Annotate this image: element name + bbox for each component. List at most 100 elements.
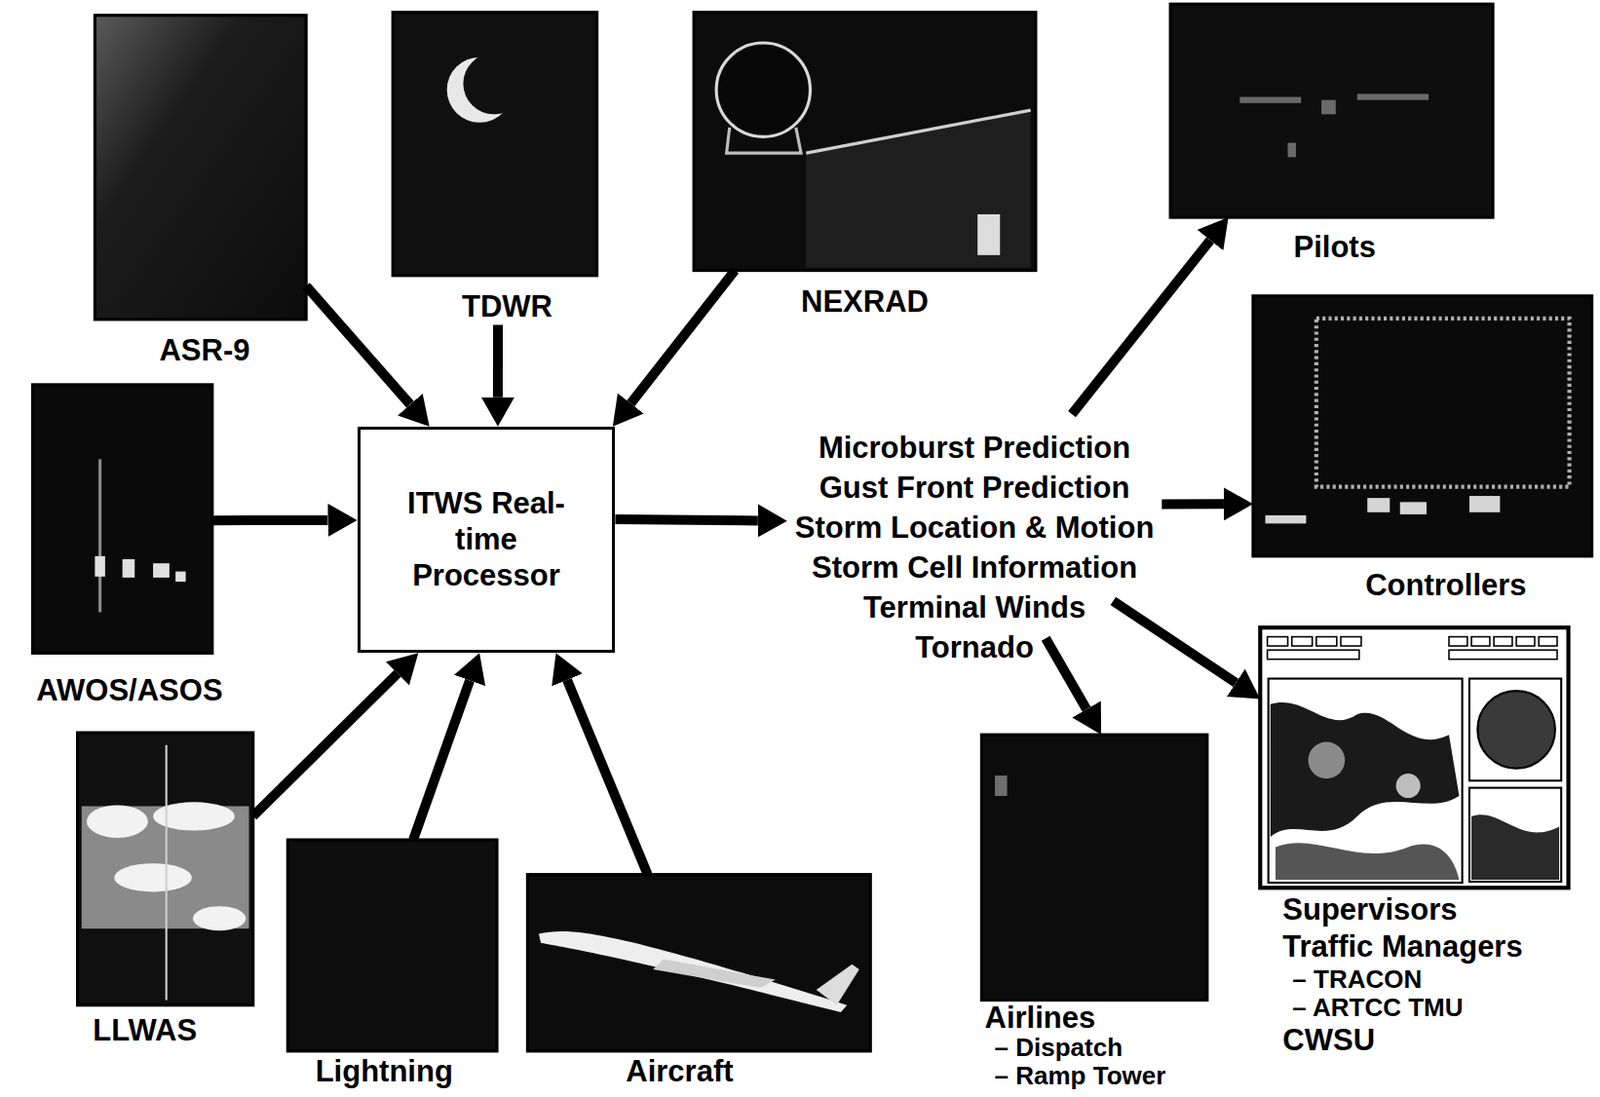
pilots-photo xyxy=(1170,3,1493,218)
cockpit-light xyxy=(1239,97,1301,104)
toolbar-button xyxy=(1316,637,1337,647)
product-item: Storm Cell Information xyxy=(795,547,1155,588)
toolbar-button xyxy=(1267,649,1360,659)
arrow-connector xyxy=(305,285,411,405)
tdwr-photo xyxy=(392,12,597,276)
toolbar-button xyxy=(1516,637,1535,647)
node-caption: AWOS/ASOS xyxy=(36,673,223,709)
arrow-connector xyxy=(1071,240,1211,416)
building-shape xyxy=(805,110,1030,267)
node-caption: TDWR xyxy=(461,289,553,325)
lightning-photo xyxy=(287,839,497,1052)
product-item: Storm Location & Motion xyxy=(795,507,1155,548)
toolbar-button xyxy=(1340,637,1362,647)
arrow-connector xyxy=(413,680,470,839)
node-caption: Pilots xyxy=(1294,229,1376,266)
photo-caption: Aircraft xyxy=(625,1054,733,1090)
cloud xyxy=(114,863,192,892)
monitor-frame xyxy=(1316,318,1570,488)
sensor-boxes xyxy=(94,556,186,582)
console-item xyxy=(1265,515,1307,524)
arrow-connector xyxy=(253,673,398,816)
sub-item: – TRACON xyxy=(1282,965,1523,994)
console-item xyxy=(1400,501,1427,515)
photo-caption: Pilots xyxy=(1294,229,1376,266)
process-box: ITWS Real-time Processor xyxy=(357,426,616,653)
airplane-wing xyxy=(652,959,776,989)
product-list: Microburst PredictionGust Front Predicti… xyxy=(787,414,1163,682)
arrow-connector xyxy=(630,270,735,405)
sub-item: – Dispatch xyxy=(985,1033,1167,1063)
toolbar-button xyxy=(1448,649,1558,659)
map-panel xyxy=(1268,679,1463,883)
screen-glow xyxy=(994,775,1008,797)
storm-cell xyxy=(1308,741,1346,779)
cockpit-lights xyxy=(1239,93,1429,157)
photo-caption: ASR-9 xyxy=(158,333,250,369)
node-caption: CWSU xyxy=(1282,1022,1523,1060)
node-caption: Supervisors xyxy=(1282,891,1523,929)
photo-node: NEXRAD xyxy=(693,12,1036,271)
photo-node: TDWR xyxy=(392,12,597,276)
connector-group xyxy=(212,240,1237,876)
inset-panel xyxy=(1469,679,1562,782)
toolbar-button xyxy=(1292,637,1313,647)
cockpit-light xyxy=(1288,143,1296,158)
photo-caption: Airlines– Dispatch– Ramp Tower xyxy=(985,1001,1167,1091)
photo-node: SupervisorsTraffic Managers– TRACON– ART… xyxy=(1259,627,1568,888)
sensor-box xyxy=(122,559,136,578)
toolbar-button xyxy=(1538,637,1558,647)
cockpit-light xyxy=(1357,93,1429,100)
node-caption: NEXRAD xyxy=(800,284,929,320)
toolbar-button xyxy=(1471,637,1490,647)
arrow-connector xyxy=(493,324,503,397)
aircraft-photo xyxy=(527,875,871,1052)
photo-node: Aircraft xyxy=(527,874,871,1051)
node-caption: Airlines xyxy=(985,1001,1167,1034)
node-caption: Controllers xyxy=(1365,568,1526,604)
weather-area xyxy=(1275,842,1459,880)
airlines-photo xyxy=(981,734,1207,1000)
airplane-tail xyxy=(816,964,860,1006)
photo-node: ASR-9 xyxy=(94,15,306,320)
storm-cell xyxy=(1396,773,1421,799)
photo-caption: TDWR xyxy=(461,289,553,325)
box-label: ITWS Real-time Processor xyxy=(388,485,584,594)
nexrad-radome xyxy=(716,42,810,137)
inset-panel xyxy=(1469,788,1562,882)
photo-caption: AWOS/ASOS xyxy=(36,673,223,709)
node-caption: Aircraft xyxy=(625,1054,733,1090)
toolbar-button xyxy=(1448,637,1468,647)
cloud xyxy=(192,906,246,931)
supervisor-display xyxy=(1259,627,1568,888)
asr9-photo xyxy=(94,15,306,320)
sub-item: – ARTCC TMU xyxy=(1282,993,1523,1023)
weather-map xyxy=(1270,702,1460,880)
node-caption: LLWAS xyxy=(92,1013,197,1049)
sensor-box xyxy=(175,571,186,582)
console-item xyxy=(1469,495,1500,513)
sensor-box xyxy=(152,563,170,578)
arrow-connector xyxy=(567,680,648,876)
photo-node: Pilots xyxy=(1170,3,1493,218)
inset-weather xyxy=(1471,814,1560,880)
sensor-box xyxy=(94,556,105,577)
product-item: Tornado xyxy=(795,627,1155,668)
arrow-connector xyxy=(614,519,758,521)
mast-line xyxy=(98,458,102,612)
photo-caption: SupervisorsTraffic Managers– TRACON– ART… xyxy=(1282,891,1523,1060)
arrow-connector xyxy=(1112,601,1236,684)
toolbar-button xyxy=(1267,637,1289,647)
node-caption: ASR-9 xyxy=(158,333,250,369)
display-toolbar xyxy=(1267,637,1558,660)
photo-node: AWOS/ASOS xyxy=(33,384,213,653)
weather-area xyxy=(1270,702,1460,838)
product-item: Terminal Winds xyxy=(795,587,1155,628)
sub-item: – Ramp Tower xyxy=(985,1062,1167,1091)
nexrad-photo xyxy=(693,12,1036,271)
window-patch xyxy=(977,214,1000,256)
sensor-pole xyxy=(165,745,168,1001)
node-caption: Traffic Managers xyxy=(1282,928,1523,966)
console-items xyxy=(1265,495,1501,524)
